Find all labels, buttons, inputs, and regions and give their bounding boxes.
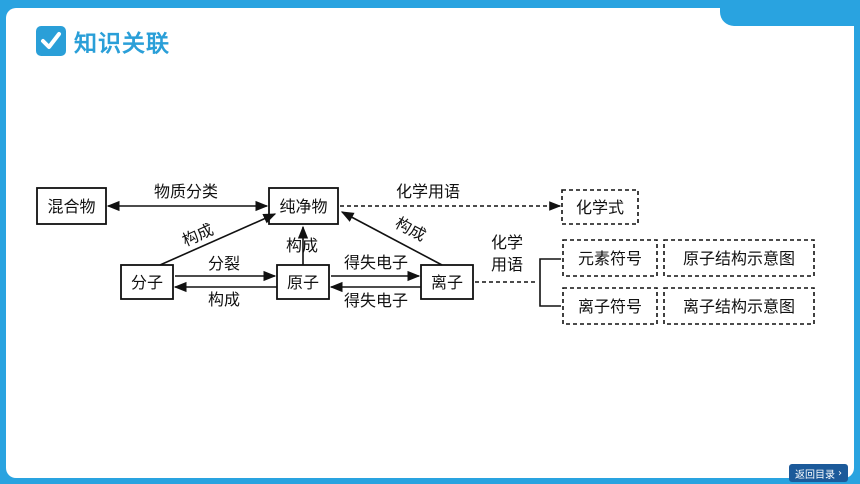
node-pure-substance-label: 纯净物 [279, 197, 327, 216]
node-chemical-formula-label: 化学式 [576, 198, 624, 217]
back-to-contents-label: 返回目录 [795, 469, 835, 481]
edge-gain-lose-top-label: 得失电子 [344, 253, 408, 272]
node-pure-substance: 纯净物 [268, 187, 339, 225]
node-ion-symbol-label: 离子符号 [578, 297, 642, 316]
node-atom-label: 原子 [287, 273, 319, 292]
node-chemical-formula: 化学式 [561, 189, 639, 225]
top-right-tab [720, 0, 860, 26]
node-ion: 离子 [420, 264, 474, 300]
node-mixture-label: 混合物 [47, 197, 95, 216]
node-ion-structure: 离子结构示意图 [663, 287, 815, 325]
edge-molecule-pure [159, 213, 277, 266]
section-header: 知识关联 [36, 24, 170, 58]
node-ion-label: 离子 [431, 273, 463, 292]
section-title: 知识关联 [74, 31, 170, 57]
node-atom-structure-label: 原子结构示意图 [683, 249, 795, 268]
chevron-right-icon: › [838, 467, 842, 479]
edge-chem-terms-line2: 用语 [491, 255, 523, 274]
node-element-symbol-label: 元素符号 [578, 249, 642, 268]
edge-split-label: 分裂 [208, 254, 240, 273]
node-molecule-label: 分子 [131, 273, 163, 292]
edge-classify-label: 物质分类 [154, 182, 218, 201]
back-to-contents-button[interactable]: 返回目录 › [789, 464, 848, 482]
node-atom-structure: 原子结构示意图 [663, 239, 815, 277]
node-element-symbol: 元素符号 [562, 239, 658, 277]
edge-compose-atom-pure-label: 构成 [286, 236, 318, 255]
edge-compose-mol-pure-label: 构成 [179, 220, 216, 250]
node-atom: 原子 [276, 264, 330, 300]
node-ion-symbol: 离子符号 [562, 287, 658, 325]
bracket-connector [539, 258, 561, 307]
edge-gain-lose-bottom-label: 得失电子 [344, 291, 408, 310]
checkmark-icon [36, 26, 66, 56]
edge-compose-ion-pure-label: 构成 [392, 213, 429, 245]
node-mixture: 混合物 [36, 187, 107, 225]
edge-compose-atom-mol-label: 构成 [208, 290, 240, 309]
edge-ion-pure [340, 211, 443, 266]
edge-chem-terms-label: 化学用语 [396, 182, 460, 201]
node-molecule: 分子 [120, 264, 174, 300]
node-ion-structure-label: 离子结构示意图 [683, 297, 795, 316]
edge-chem-terms-line1: 化学 [491, 233, 523, 252]
